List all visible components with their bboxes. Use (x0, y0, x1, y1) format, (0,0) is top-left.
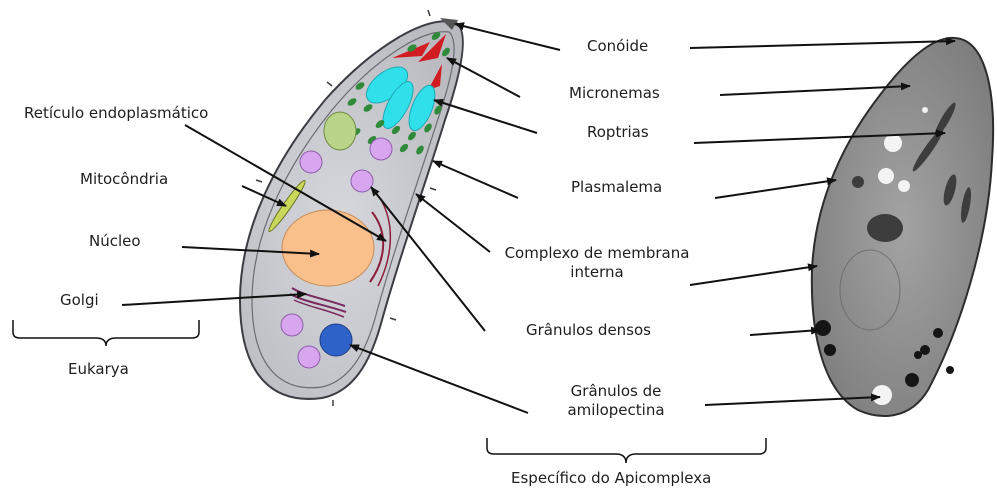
label-amilopectina: Grânulos de amilopectina (548, 382, 684, 420)
label-nucleo: Núcleo (89, 232, 141, 251)
label-eukarya: Eukarya (68, 360, 129, 379)
dense-granule-icon (300, 151, 322, 173)
dense-granule-icon (351, 170, 373, 192)
amylopectin-granule-icon (320, 324, 352, 356)
arrow-complexo-right (690, 266, 817, 285)
dense-granule-icon (298, 346, 320, 368)
label-conoide: Conóide (587, 37, 648, 56)
arrow-amilopectina (350, 345, 528, 413)
label-plasmalema: Plasmalema (571, 178, 662, 197)
label-micronemas: Micronemas (569, 84, 660, 103)
label-complexo-line2: interna (497, 263, 697, 282)
arrow-plasmalema (433, 161, 518, 198)
arrow-complexo (416, 194, 490, 252)
label-granulos-densos: Grânulos densos (526, 321, 651, 340)
nucleus-icon (282, 210, 374, 286)
apicomplexa-bracket (487, 438, 766, 463)
label-amilopectina-line1: Grânulos de (548, 382, 684, 401)
label-complexo: Complexo de membrana interna (497, 244, 697, 282)
arrow-conoide-right (690, 41, 955, 48)
arrow-roptrias (434, 100, 537, 133)
label-reticulo: Retículo endoplasmático (24, 104, 208, 123)
arrow-conoide-left (455, 24, 560, 50)
label-complexo-line1: Complexo de membrana (497, 244, 697, 263)
label-golgi: Golgi (60, 291, 99, 310)
label-mitocondria: Mitocôndria (80, 170, 168, 189)
dense-granule-icon (281, 314, 303, 336)
label-roptrias: Roptrias (587, 123, 649, 142)
apicoplast-icon (324, 112, 356, 150)
dense-granule-icon (370, 138, 392, 160)
label-amilopectina-line2: amilopectina (548, 401, 684, 420)
arrow-granulos-densos-right (750, 330, 820, 335)
label-apicomplexa: Específico do Apicomplexa (511, 469, 711, 488)
electron-micrograph (812, 38, 993, 416)
arrow-plasmalema-right (715, 180, 836, 198)
eukarya-bracket (13, 320, 199, 346)
